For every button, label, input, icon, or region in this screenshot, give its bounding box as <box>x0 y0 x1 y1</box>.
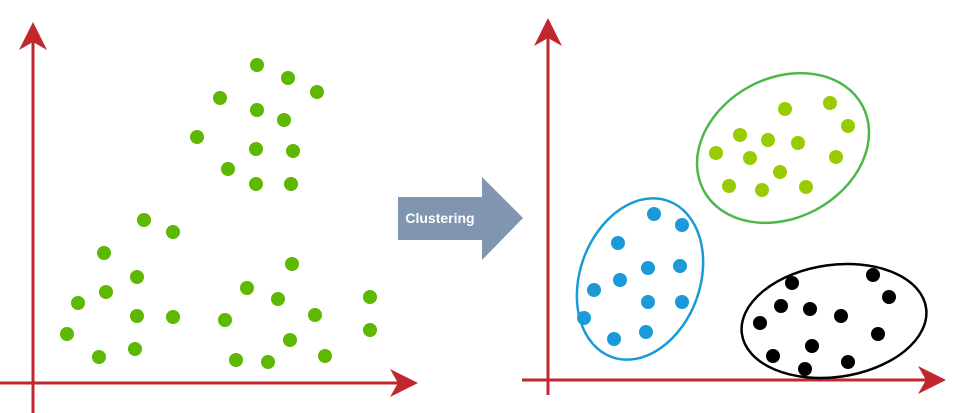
cluster-blue-point <box>641 261 655 275</box>
right-y-axis-arrowhead <box>534 18 562 46</box>
raw-data-point <box>240 281 254 295</box>
cluster-black-point <box>766 349 780 363</box>
cluster-blue-point <box>675 218 689 232</box>
raw-points <box>60 58 377 369</box>
cluster-black-point <box>841 355 855 369</box>
cluster-black-point <box>805 339 819 353</box>
cluster-green-point <box>823 96 837 110</box>
cluster-black-point <box>882 290 896 304</box>
raw-data-point <box>221 162 235 176</box>
cluster-green-point <box>755 183 769 197</box>
raw-data-point <box>286 144 300 158</box>
cluster-black-boundary <box>740 262 928 380</box>
cluster-green-point <box>778 102 792 116</box>
raw-data-point <box>250 58 264 72</box>
raw-data-point <box>284 177 298 191</box>
raw-data-point <box>97 246 111 260</box>
raw-data-point <box>318 349 332 363</box>
raw-data-point <box>277 113 291 127</box>
raw-data-point <box>213 91 227 105</box>
raw-data-point <box>250 103 264 117</box>
raw-data-point <box>60 327 74 341</box>
cluster-blue-point <box>675 295 689 309</box>
cluster-green-point <box>709 146 723 160</box>
left-x-axis-arrowhead <box>390 369 418 397</box>
raw-data-point <box>130 270 144 284</box>
cluster-green-point <box>733 128 747 142</box>
raw-data-point <box>128 342 142 356</box>
cluster-blue-point <box>673 259 687 273</box>
cluster-green-point <box>773 165 787 179</box>
raw-data-point <box>229 353 243 367</box>
arrow-label: Clustering <box>405 210 474 226</box>
cluster-green-point <box>799 180 813 194</box>
right-plot <box>522 18 946 395</box>
raw-data-point <box>249 177 263 191</box>
cluster-black-point <box>834 309 848 323</box>
raw-data-point <box>363 290 377 304</box>
raw-data-point <box>310 85 324 99</box>
cluster-green-point <box>829 150 843 164</box>
cluster-blue-point <box>577 311 591 325</box>
cluster-blue-point <box>613 273 627 287</box>
raw-data-point <box>166 225 180 239</box>
raw-data-point <box>166 310 180 324</box>
raw-data-point <box>308 308 322 322</box>
cluster-green-point <box>743 151 757 165</box>
raw-data-point <box>218 313 232 327</box>
raw-data-point <box>285 257 299 271</box>
right-x-axis-arrowhead <box>918 366 946 394</box>
cluster-black-point <box>798 362 812 376</box>
raw-data-point <box>363 323 377 337</box>
cluster-blue-point <box>641 295 655 309</box>
raw-data-point <box>261 355 275 369</box>
cluster-black-point <box>866 268 880 282</box>
cluster-blue-point <box>607 332 621 346</box>
cluster-blue-point <box>647 207 661 221</box>
cluster-points <box>577 96 896 376</box>
raw-data-point <box>271 292 285 306</box>
raw-data-point <box>190 130 204 144</box>
cluster-black-point <box>803 302 817 316</box>
raw-data-point <box>130 309 144 323</box>
arrow-shape <box>398 177 523 260</box>
raw-data-point <box>71 296 85 310</box>
cluster-black-point <box>785 276 799 290</box>
cluster-black-point <box>753 316 767 330</box>
cluster-blue-boundary <box>575 197 705 361</box>
cluster-blue-point <box>639 325 653 339</box>
left-y-axis-arrowhead <box>19 22 47 50</box>
cluster-green-boundary <box>695 71 871 225</box>
raw-data-point <box>99 285 113 299</box>
raw-data-point <box>249 142 263 156</box>
cluster-green-point <box>761 133 775 147</box>
cluster-black-point <box>774 299 788 313</box>
cluster-green-point <box>841 119 855 133</box>
left-plot <box>0 22 418 413</box>
cluster-green-point <box>791 136 805 150</box>
raw-data-point <box>281 71 295 85</box>
raw-data-point <box>92 350 106 364</box>
cluster-green-point <box>722 179 736 193</box>
cluster-black-point <box>871 327 885 341</box>
cluster-blue-point <box>611 236 625 250</box>
raw-data-point <box>137 213 151 227</box>
raw-data-point <box>283 333 297 347</box>
cluster-blue-point <box>587 283 601 297</box>
clustering-arrow: Clustering <box>398 177 523 260</box>
